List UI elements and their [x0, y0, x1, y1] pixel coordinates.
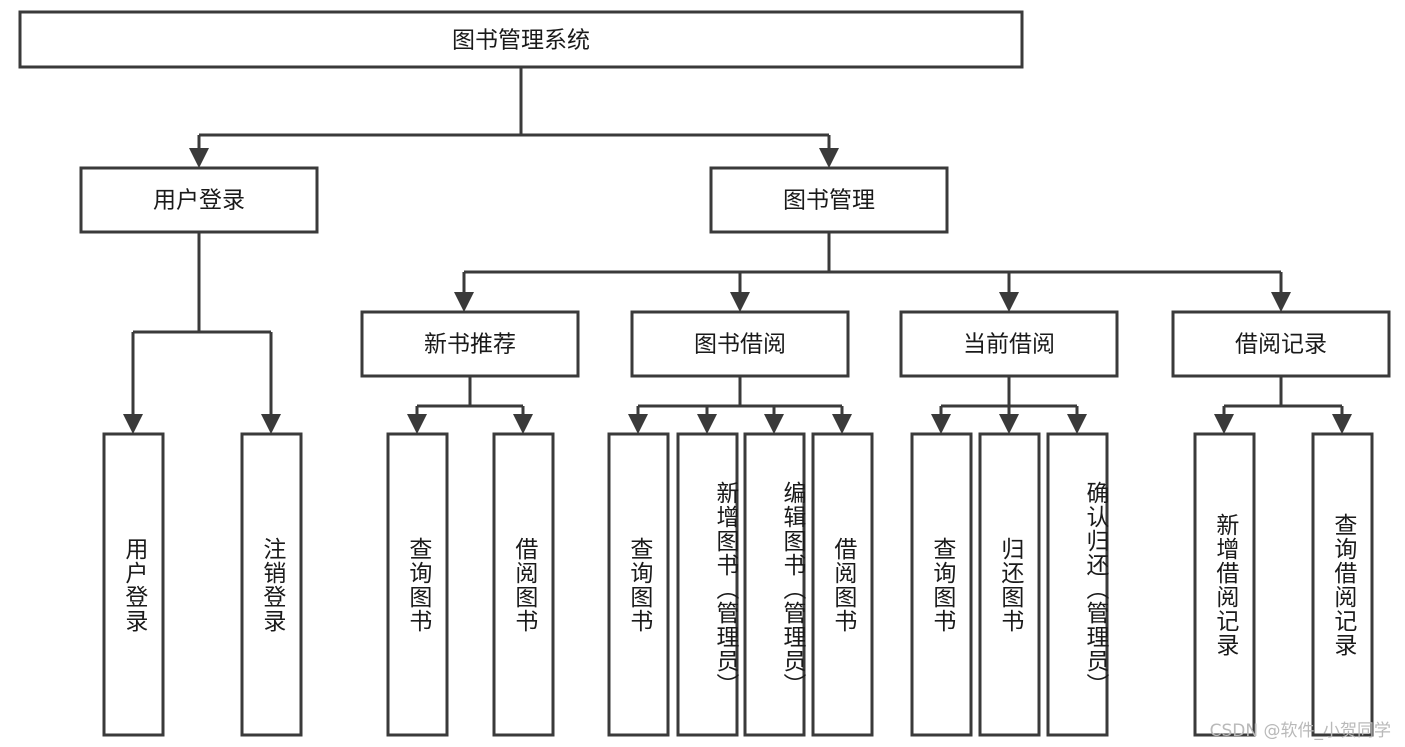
label-leaf-current-borrow-0: 查询图书: [928, 536, 955, 633]
node-leaf-book-borrow-1[interactable]: [676, 432, 739, 737]
arrow-borrow-leaf2: [697, 414, 717, 434]
label-leaf-book-borrow-2: 编辑图书（管理员）: [779, 480, 805, 697]
label-leaf-user-login-0: 用户登录: [120, 536, 147, 633]
arrow-borrow-leaf4: [832, 414, 852, 434]
arrow-borrow-leaf3: [764, 414, 784, 434]
label-leaf-new-book-1: 借阅图书: [510, 536, 537, 633]
label-current-borrow: 当前借阅: [963, 332, 1055, 358]
node-book-borrow[interactable]: [630, 310, 850, 378]
arrow-bookmgmt-to-record: [1271, 292, 1291, 312]
arrow-root-to-bookmgmt: [819, 148, 839, 168]
node-new-book-recommend[interactable]: [360, 310, 580, 378]
label-leaf-current-borrow-1: 归还图书: [996, 536, 1023, 633]
node-leaf-user-login-1[interactable]: [240, 432, 303, 737]
node-leaf-current-borrow-2[interactable]: [1046, 432, 1109, 737]
node-book-management[interactable]: [709, 166, 949, 234]
arrow-bookmgmt-to-current: [999, 292, 1019, 312]
arrow-borrow-leaf1: [628, 414, 648, 434]
arrow-current-leaf3: [1067, 414, 1087, 434]
label-leaf-borrow-record-0: 新增借阅记录: [1211, 512, 1238, 657]
arrow-newbook-leaf2: [513, 414, 533, 434]
label-leaf-borrow-record-1: 查询借阅记录: [1329, 512, 1356, 657]
node-leaf-book-borrow-2[interactable]: [743, 432, 806, 737]
node-leaf-new-book-0[interactable]: [386, 432, 449, 737]
label-leaf-user-login-1: 注销登录: [258, 536, 285, 633]
arrow-userlogin-leaf1: [123, 414, 143, 434]
arrow-bookmgmt-to-newbook: [454, 292, 474, 312]
arrow-bookmgmt-to-borrow: [730, 292, 750, 312]
labels-horizontal: 图书管理系统 用户登录 图书管理 新书推荐 图书借阅 当前借阅 借阅记录: [153, 28, 1327, 358]
node-user-login[interactable]: [79, 166, 319, 234]
label-leaf-book-borrow-0: 查询图书: [625, 536, 652, 633]
label-borrow-record: 借阅记录: [1235, 332, 1327, 358]
label-leaf-current-borrow-2: 确认归还（管理员）: [1082, 480, 1108, 697]
node-leaf-borrow-record-0[interactable]: [1193, 432, 1256, 737]
edges-group: [123, 67, 1352, 434]
label-new-book-recommend: 新书推荐: [424, 332, 516, 358]
arrow-record-leaf1: [1214, 414, 1234, 434]
node-leaf-book-borrow-3[interactable]: [811, 432, 874, 737]
node-leaf-current-borrow-1[interactable]: [978, 432, 1041, 737]
label-leaf-book-borrow-1: 新增图书（管理员）: [712, 480, 738, 697]
arrow-record-leaf2: [1332, 414, 1352, 434]
node-leaf-user-login-0[interactable]: [102, 432, 165, 737]
arrow-newbook-leaf1: [407, 414, 427, 434]
node-borrow-record[interactable]: [1171, 310, 1391, 378]
arrow-current-leaf2: [999, 414, 1019, 434]
label-user-login: 用户登录: [153, 188, 245, 214]
label-root: 图书管理系统: [452, 28, 590, 54]
node-leaf-borrow-record-1[interactable]: [1311, 432, 1374, 737]
node-leaf-book-borrow-0[interactable]: [607, 432, 670, 737]
label-leaf-book-borrow-3: 借阅图书: [829, 536, 856, 633]
node-current-borrow[interactable]: [899, 310, 1119, 378]
node-root[interactable]: [18, 10, 1024, 69]
node-leaf-new-book-1[interactable]: [492, 432, 555, 737]
label-leaf-new-book-0: 查询图书: [404, 536, 431, 633]
arrow-root-to-userlogin: [189, 148, 209, 168]
label-book-management: 图书管理: [783, 188, 875, 214]
arrow-current-leaf1: [931, 414, 951, 434]
nodes-group: [18, 10, 1391, 737]
arrow-userlogin-leaf2: [261, 414, 281, 434]
label-book-borrow: 图书借阅: [694, 332, 786, 358]
node-leaf-current-borrow-0[interactable]: [910, 432, 973, 737]
